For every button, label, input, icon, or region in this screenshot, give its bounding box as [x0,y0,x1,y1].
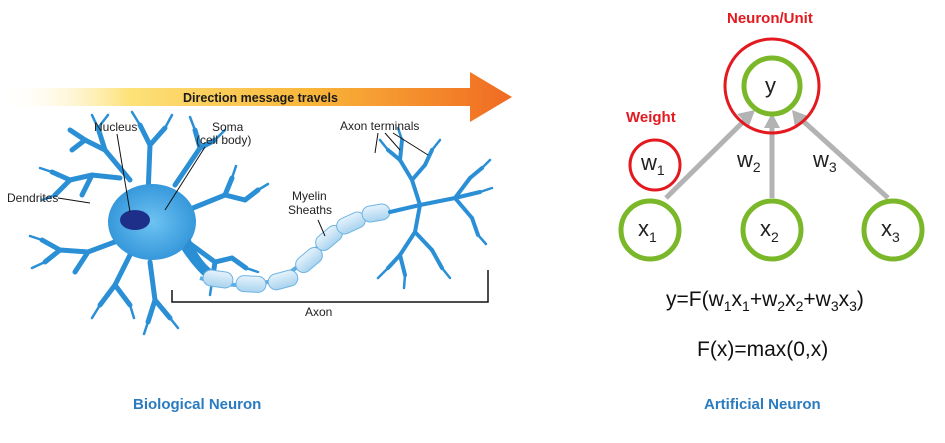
connection-arrows [664,110,890,200]
label-weight: Weight [626,109,676,126]
biological-neuron: Direction message travels [0,72,512,413]
label-axon-terminals: Axon terminals [340,119,419,133]
axon-bracket [171,270,489,303]
label-dendrites: Dendrites [7,191,58,205]
direction-banner-arrow [0,72,512,122]
myelin-sheaths [202,203,391,293]
direction-banner-label: Direction message travels [183,91,338,105]
dendrite-fine-branches [28,110,270,336]
axon-terminal-tips [376,126,494,290]
weight-highlight-circle [628,138,682,192]
label-myelin: Myelin [292,189,327,203]
label-axon: Axon [305,305,332,319]
dendrites [39,122,261,325]
weight-w3: w3 [812,147,837,175]
neuron-unit-highlight-circle [723,37,821,135]
axon-terminals [386,138,484,277]
soma-cell-body [108,184,196,260]
label-nucleus: Nucleus [94,120,137,134]
label-soma: Soma [212,120,244,134]
label-soma-cell-body: (cell body) [196,133,251,147]
output-node-y [741,55,803,117]
weight-w1: w1 [640,150,665,178]
leader-lines [57,132,429,237]
input-node-x3 [861,198,925,262]
weight-w2: w2 [736,147,761,175]
label-sheaths: Sheaths [288,203,332,217]
caption-artificial-neuron: Artificial Neuron [704,396,821,413]
input-node-x3-label: x3 [881,216,900,245]
label-neuron-unit: Neuron/Unit [727,10,813,27]
equation-activation: F(x)=max(0,x) [697,338,828,361]
input-node-x1 [618,198,682,262]
input-node-x1-label: x1 [638,216,657,245]
input-node-x2-label: x2 [760,216,779,245]
input-node-x2 [740,198,804,262]
output-node-label: y [765,73,776,98]
artificial-neuron: y Neuron/Unit Weight w1 w2 w3 x1 x2 x3 y… [618,10,925,413]
nucleus [120,210,150,230]
caption-biological-neuron: Biological Neuron [133,396,261,413]
equation-weighted-sum: y=F(w1x1+w2x2+w3x3) [666,288,864,314]
